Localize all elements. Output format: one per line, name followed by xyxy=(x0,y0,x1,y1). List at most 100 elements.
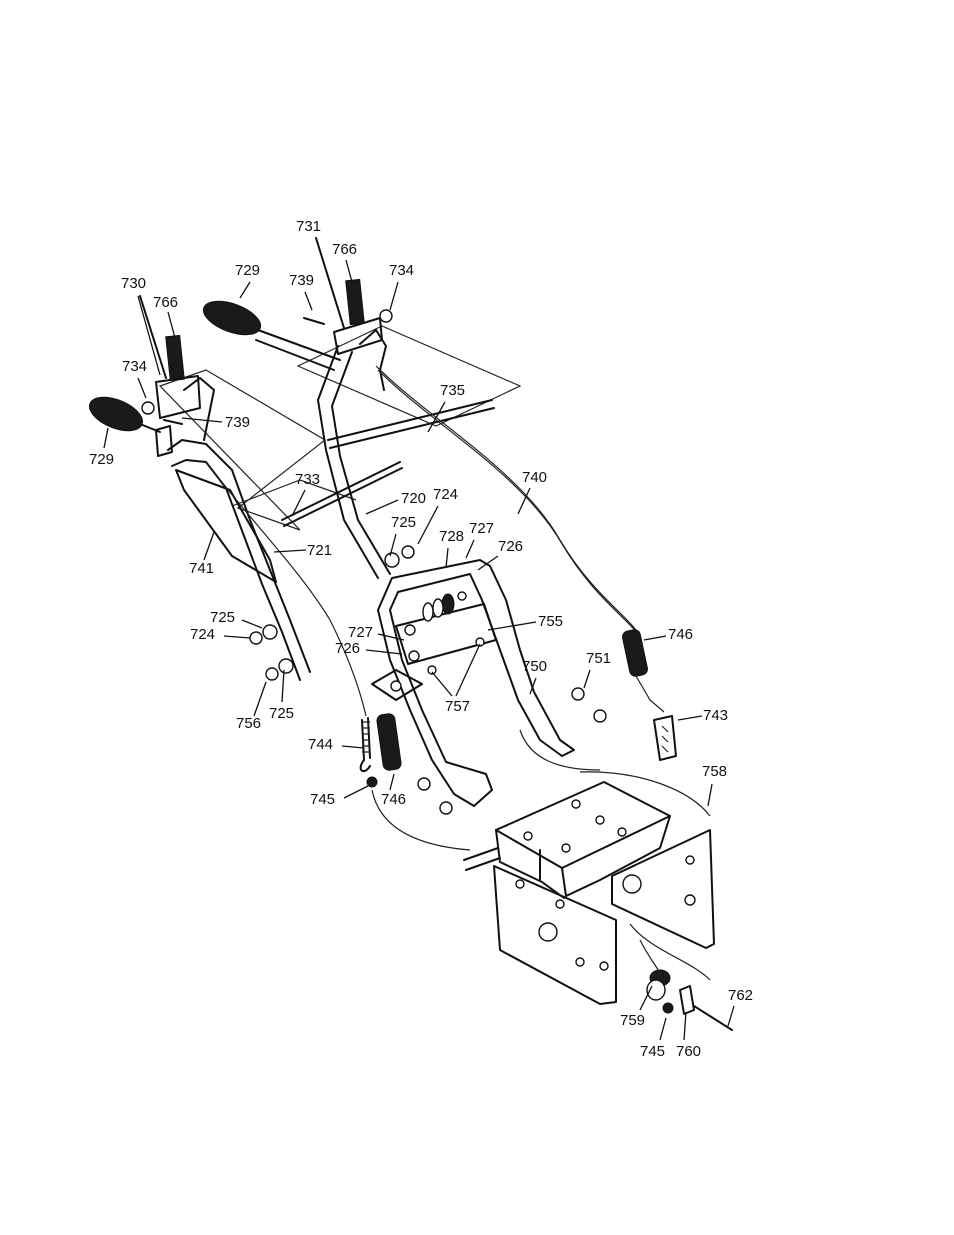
label-729a: 729 xyxy=(235,262,260,279)
leader-757b xyxy=(456,644,480,696)
leader-720 xyxy=(366,500,398,514)
label-739b: 739 xyxy=(225,414,250,431)
leader-735 xyxy=(428,402,445,432)
cable-bracket-743 xyxy=(654,716,676,760)
label-731: 731 xyxy=(296,218,321,235)
label-721: 721 xyxy=(307,542,332,559)
lever-grip-right xyxy=(346,279,365,324)
leader-726b xyxy=(366,650,402,654)
leader-741 xyxy=(204,532,214,560)
label-726a: 726 xyxy=(498,538,523,555)
leader-734b xyxy=(138,378,146,398)
spring-744 xyxy=(361,718,370,771)
bracket-760 xyxy=(680,986,694,1014)
leader-756 xyxy=(254,682,266,716)
bolt-756 xyxy=(266,659,293,680)
leader-745b xyxy=(660,1018,666,1040)
nut-745-left xyxy=(367,777,377,787)
washer-734-right xyxy=(380,310,392,322)
label-728: 728 xyxy=(439,528,464,545)
base-left-side-plate xyxy=(494,866,616,1004)
pulley-759 xyxy=(647,970,670,1000)
spring-746-left xyxy=(376,713,402,771)
leader-757 xyxy=(432,672,452,696)
label-720: 720 xyxy=(401,490,426,507)
label-750: 750 xyxy=(522,658,547,675)
label-757: 757 xyxy=(445,698,470,715)
pin-739-upper xyxy=(304,318,324,324)
cross-rod xyxy=(328,400,494,448)
callouts: 731 766 734 729 739 730 766 734 739 729 … xyxy=(89,218,753,1060)
label-759: 759 xyxy=(620,1012,645,1029)
bolt-751 xyxy=(572,688,606,722)
leader-724b xyxy=(224,636,250,638)
leader-729a xyxy=(240,282,250,298)
label-734b: 734 xyxy=(122,358,147,375)
leader-740 xyxy=(518,488,530,514)
label-756: 756 xyxy=(236,715,261,732)
label-760: 760 xyxy=(676,1043,701,1060)
label-744: 744 xyxy=(308,736,333,753)
label-755: 755 xyxy=(538,613,563,630)
leader-766b xyxy=(168,312,175,338)
mount-bracket xyxy=(372,670,422,700)
leader-760 xyxy=(684,1012,686,1040)
label-724b: 724 xyxy=(190,626,215,643)
leader-746a xyxy=(644,636,666,640)
label-762: 762 xyxy=(728,987,753,1004)
leader-729b xyxy=(104,428,108,448)
nut-745-right xyxy=(663,1003,673,1013)
pin-739-lower xyxy=(164,420,182,424)
label-743: 743 xyxy=(703,707,728,724)
label-734a: 734 xyxy=(389,262,414,279)
label-735: 735 xyxy=(440,382,465,399)
leader-734a xyxy=(390,282,398,310)
leader-726a xyxy=(478,556,498,570)
leader-744 xyxy=(342,746,364,748)
bolt-724-lower xyxy=(250,625,277,644)
leader-758 xyxy=(708,784,712,806)
bushing-728 xyxy=(423,594,454,621)
leader-766a xyxy=(346,260,352,282)
reference-plane-upper xyxy=(298,326,520,426)
label-758: 758 xyxy=(702,763,727,780)
leader-743 xyxy=(678,716,702,720)
label-729b: 729 xyxy=(89,451,114,468)
leader-745a xyxy=(344,786,368,798)
leader-746b xyxy=(390,774,394,790)
label-739a: 739 xyxy=(289,272,314,289)
leader-725b xyxy=(242,620,262,628)
label-725c: 725 xyxy=(269,705,294,722)
label-733: 733 xyxy=(295,471,320,488)
label-726b: 726 xyxy=(335,640,360,657)
leader-751 xyxy=(584,670,590,688)
label-724a: 724 xyxy=(433,486,458,503)
washer-734-left xyxy=(142,402,154,414)
label-730: 730 xyxy=(121,275,146,292)
leader-728 xyxy=(446,548,448,568)
leader-739a xyxy=(305,292,312,310)
label-746b: 746 xyxy=(381,791,406,808)
label-746a: 746 xyxy=(668,626,693,643)
label-725a: 725 xyxy=(391,514,416,531)
leader-724a xyxy=(418,506,438,544)
label-727b: 727 xyxy=(348,624,373,641)
label-727a: 727 xyxy=(469,520,494,537)
label-745a: 745 xyxy=(310,791,335,808)
leader-725c xyxy=(282,670,284,702)
label-766b: 766 xyxy=(153,294,178,311)
lower-handle-frame xyxy=(378,560,574,806)
lever-grip-left xyxy=(166,335,185,380)
spring-746-right xyxy=(621,629,664,712)
label-766a: 766 xyxy=(332,241,357,258)
right-handle-grip xyxy=(199,295,340,370)
leader-762 xyxy=(728,1006,734,1026)
label-751: 751 xyxy=(586,650,611,667)
label-745b: 745 xyxy=(640,1043,665,1060)
label-725b: 725 xyxy=(210,609,235,626)
leader-739b xyxy=(182,418,222,422)
leader-727a xyxy=(466,540,474,558)
label-741: 741 xyxy=(189,560,214,577)
bolt-724-upper xyxy=(385,546,414,567)
